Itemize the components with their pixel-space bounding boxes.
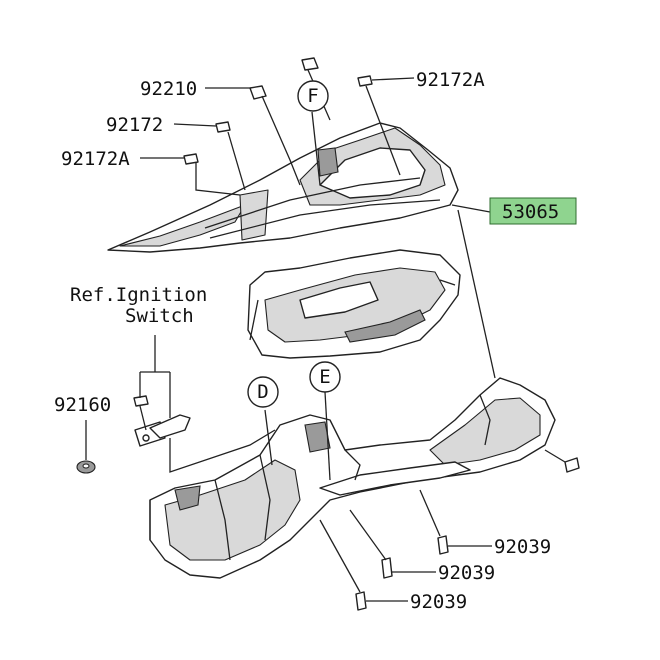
ignition-bracket bbox=[134, 414, 191, 447]
callout-d: D bbox=[247, 376, 279, 408]
callout-f: F bbox=[297, 80, 329, 112]
callout-f-letter: F bbox=[307, 85, 318, 107]
callout-e-letter: E bbox=[319, 366, 330, 388]
callout-d-letter: D bbox=[257, 381, 268, 403]
label-53065: 53065 bbox=[502, 201, 559, 223]
label-92172a-left: 92172A bbox=[61, 148, 130, 170]
label-92039-a: 92039 bbox=[494, 536, 551, 558]
label-92039-b: 92039 bbox=[438, 562, 495, 584]
ref-ignition-line2: Switch bbox=[125, 305, 194, 327]
undertray-part bbox=[149, 377, 556, 579]
inner-tray-part bbox=[247, 249, 461, 359]
ref-ignition-line1: Ref.Ignition bbox=[70, 284, 207, 306]
callout-e: E bbox=[309, 361, 341, 393]
label-92039-c: 92039 bbox=[410, 591, 467, 613]
washer-92160 bbox=[76, 460, 96, 474]
highlight-53065 bbox=[489, 197, 577, 225]
fasteners bbox=[133, 57, 580, 611]
label-92160: 92160 bbox=[54, 394, 111, 416]
label-92172: 92172 bbox=[106, 114, 163, 136]
seat-cowl-part bbox=[107, 122, 459, 253]
label-92210: 92210 bbox=[140, 78, 197, 100]
label-92172a-top: 92172A bbox=[416, 69, 485, 91]
leader-lines bbox=[85, 69, 566, 602]
